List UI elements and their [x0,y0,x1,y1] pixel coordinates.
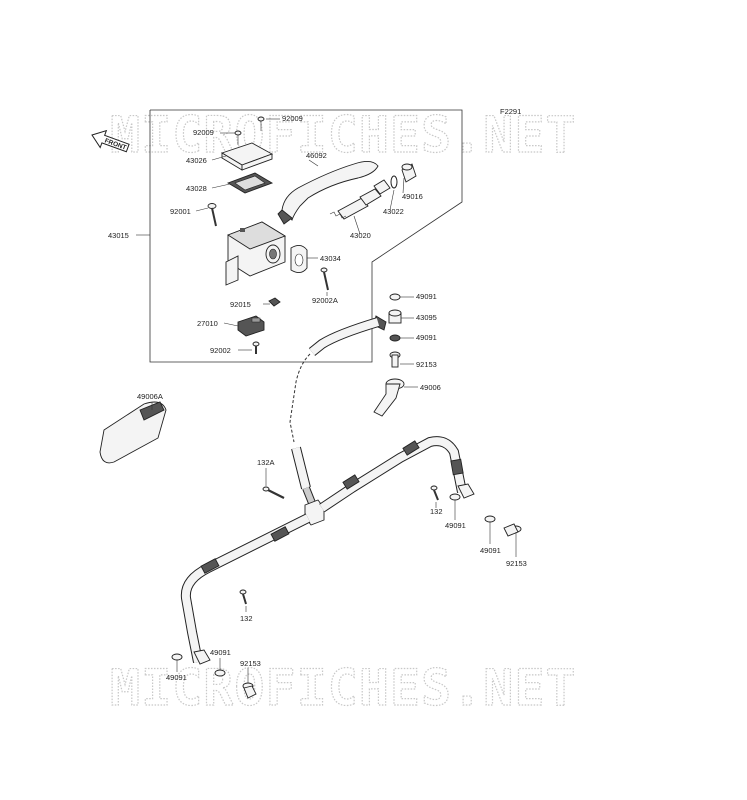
brake-hose-upper [289,315,387,510]
brake-hose-left [180,513,311,665]
label-92153-b: 92153 [506,559,527,568]
bolt-92153-a [389,351,401,368]
brake-lever [277,161,379,225]
label-43095: 43095 [416,313,437,322]
label-46092: 46092 [306,151,327,160]
label-43020: 43020 [350,231,371,240]
bolt-132-a [430,485,439,501]
label-49006A: 49006A [137,392,163,401]
diaphragm-plate [226,172,274,194]
washer-49091-b [389,334,401,342]
label-43015: 43015 [108,231,129,240]
leader-lines [151,118,517,683]
label-43034: 43034 [320,254,341,263]
label-49091-d: 49091 [480,546,501,555]
label-92009-b: 92009 [193,128,214,137]
circlip-43022 [390,175,398,189]
label-49091-e: 49091 [166,673,187,682]
joint-49006 [373,378,405,417]
boot-49006A [99,401,167,464]
washer-49091-d [484,515,496,523]
label-92009-a: 92009 [282,114,303,123]
bolt-92153-b [503,523,522,537]
label-92001: 92001 [170,207,191,216]
washer-49091-c [449,493,461,501]
piston-kit [329,179,391,220]
assembly-frame [149,109,463,363]
washer-49091-e [171,653,183,661]
label-132A: 132A [257,458,275,467]
label-49091-a: 49091 [416,292,437,301]
label-43028: 43028 [186,184,207,193]
clamp-43034 [290,245,308,273]
washer-49091-a [389,293,401,301]
label-132-b: 132 [240,614,253,623]
union-43095 [388,309,402,324]
reservoir-cap [220,142,274,171]
diagram-code: F2291 [500,107,521,116]
bolt-92001 [207,203,217,227]
label-43022: 43022 [383,207,404,216]
nut-92015 [268,297,281,307]
label-49006: 49006 [420,383,441,392]
screw-92002 [252,341,260,354]
label-27010: 27010 [197,319,218,328]
label-49091-f: 49091 [210,648,231,657]
label-132-a: 132 [430,507,443,516]
bolt-132-b [239,589,247,605]
label-92002A: 92002A [312,296,338,305]
label-49091-c: 49091 [445,521,466,530]
boot-49016 [401,163,417,183]
washer-49091-f [214,669,226,677]
master-cylinder-body [225,221,287,286]
bolt-132A [262,486,285,499]
brake-switch-27010 [237,315,265,337]
label-92015: 92015 [230,300,251,309]
bolt-92002A [320,267,329,291]
label-92153-a: 92153 [416,360,437,369]
bolt-92153-c [242,682,257,699]
label-43026: 43026 [186,156,207,165]
label-92153-c: 92153 [240,659,261,668]
label-92002: 92002 [210,346,231,355]
watermark-bottom: MICROFICHES.NET [110,659,577,717]
watermark-top: MICROFICHES.NET [110,106,577,164]
label-49016: 49016 [402,192,423,201]
part-labels: 92009 92009 43026 46092 43028 49016 4302… [108,114,527,682]
brake-hose-right [319,436,475,513]
label-49091-b: 49091 [416,333,437,342]
